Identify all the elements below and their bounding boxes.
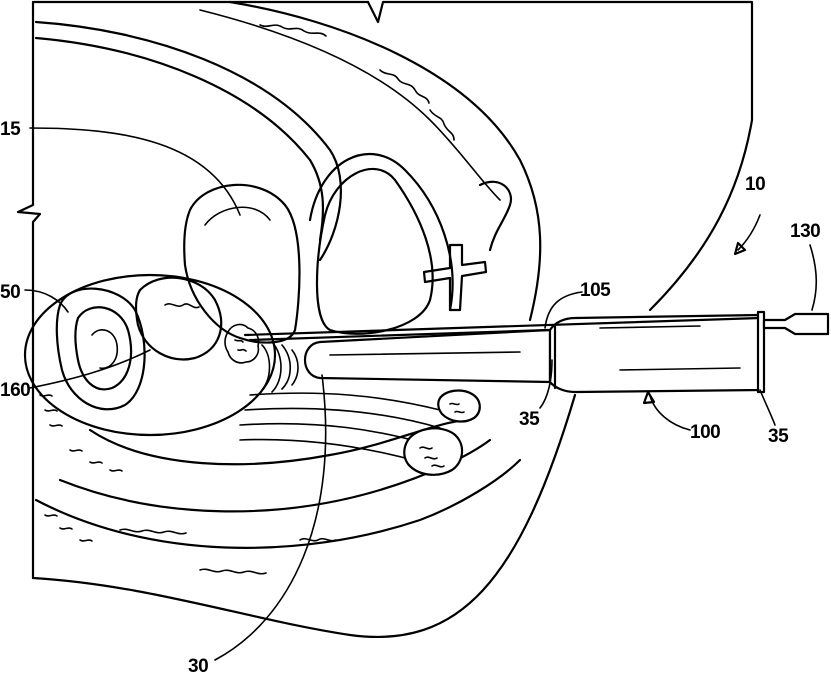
upper-tissue-layer-4 <box>200 10 500 200</box>
leader-35-right <box>760 390 775 425</box>
ultrasound-wave-3 <box>282 345 290 389</box>
ultrasound-field-ellipse <box>25 275 275 435</box>
organ-50-inner <box>75 307 131 389</box>
leader-30 <box>215 375 326 660</box>
lesion-texture <box>235 340 246 351</box>
middle-organ <box>136 278 221 360</box>
lower-layer-6 <box>300 539 336 541</box>
vessel-right <box>480 182 511 250</box>
needle-hub <box>764 314 828 334</box>
ref-numeral-130: 130 <box>790 222 820 241</box>
ref-numeral-105: 105 <box>580 281 610 300</box>
lower-layer-5 <box>200 569 266 574</box>
ultrasound-wave-1 <box>262 345 270 390</box>
left-speckle-2 <box>70 450 122 471</box>
ref-numeral-15: 15 <box>0 120 20 139</box>
lower-layer-4 <box>120 529 186 534</box>
lesion <box>225 325 259 363</box>
ref-numeral-100: 100 <box>690 423 720 442</box>
central-organ <box>317 169 433 334</box>
muscle-fibers-2 <box>245 408 440 428</box>
upper-tissue-layer-3 <box>36 38 323 240</box>
middle-organ-texture <box>165 304 199 308</box>
muscle-fibers-1 <box>250 393 440 410</box>
leader-130 <box>810 245 816 310</box>
nodule-lower <box>404 428 462 474</box>
ultrasound-wave-4 <box>292 350 298 385</box>
top-break-mark <box>368 2 752 310</box>
muscle-fibers-3 <box>240 424 430 445</box>
ref-numeral-160: 160 <box>0 381 30 400</box>
leader-100 <box>650 396 690 430</box>
ref-numeral-30: 30 <box>188 657 208 676</box>
ref-numeral-10: 10 <box>745 175 765 194</box>
upper-tissue-texture-3 <box>430 110 454 140</box>
leader-100-arrow <box>644 392 654 403</box>
nodule-upper <box>438 391 480 422</box>
upper-tissue-layer-1 <box>230 2 540 320</box>
organ-15 <box>184 185 299 343</box>
muscle-fibers-4 <box>240 440 420 462</box>
leader-15 <box>30 128 240 215</box>
left-speckle-3 <box>45 515 92 541</box>
organ-50-core <box>92 330 117 368</box>
ref-numeral-35-right: 35 <box>768 427 788 446</box>
ref-numeral-50: 50 <box>0 283 20 302</box>
ref-numeral-35-left: 35 <box>519 410 539 429</box>
